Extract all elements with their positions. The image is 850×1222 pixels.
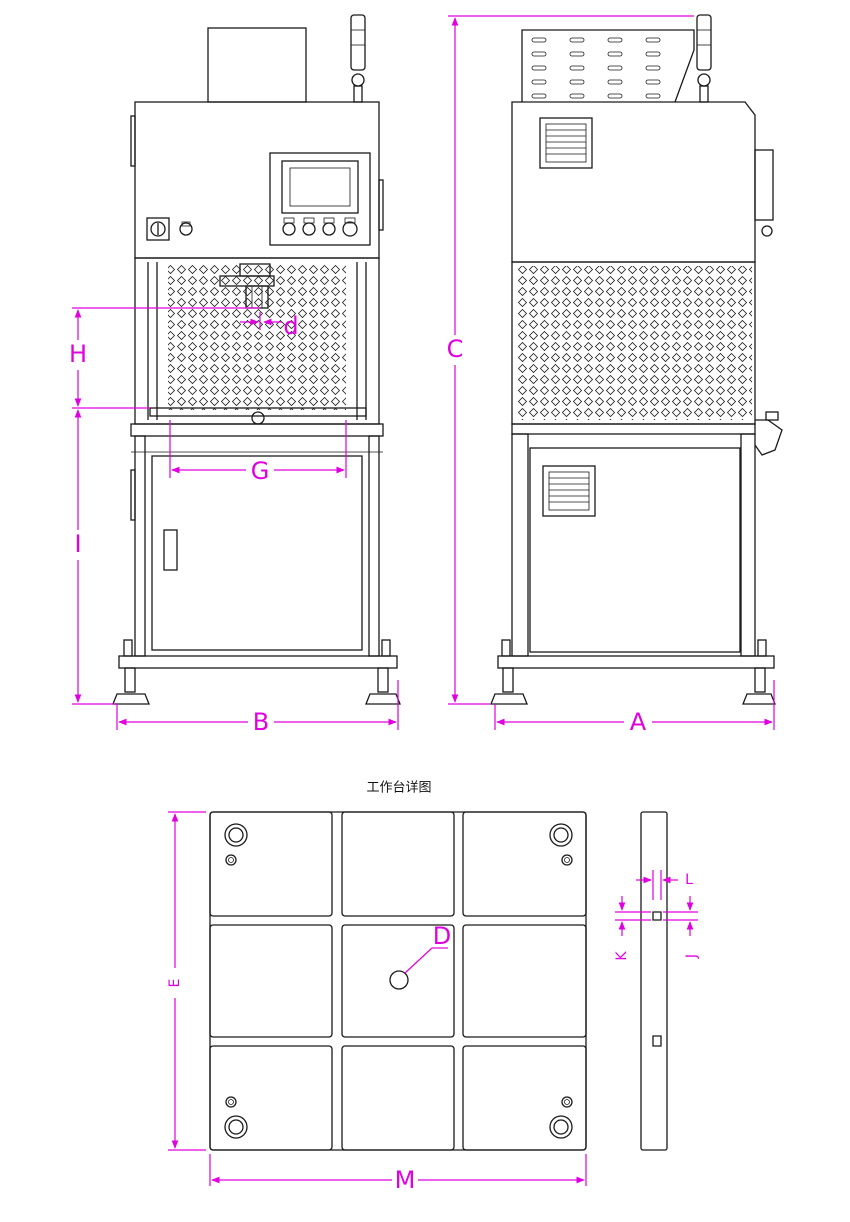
side-cabinet	[511, 101, 756, 263]
side-foot-left	[490, 639, 528, 705]
signal-tower-front	[350, 14, 366, 103]
detail-caption: 工作台详图	[366, 781, 431, 796]
touch-panel	[269, 152, 371, 246]
base-plate	[118, 655, 398, 669]
control-cabinet	[134, 101, 380, 259]
detail-dimensions	[168, 811, 698, 1186]
center-hole	[389, 970, 409, 990]
side-foot-right	[742, 639, 776, 705]
door-handle	[163, 529, 178, 571]
perforated-guard	[168, 264, 346, 410]
front-view	[112, 14, 401, 705]
dim-label-C: C	[447, 335, 464, 363]
side-view	[490, 14, 783, 705]
side-handle	[754, 411, 783, 456]
dimension-labels: H I G B d C A E M D L K J	[66, 312, 700, 1194]
lower-door	[151, 455, 363, 651]
left-leg	[134, 435, 146, 657]
dim-label-I: I	[74, 530, 81, 558]
dim-label-d: d	[283, 312, 298, 340]
lower-fan-grille	[542, 465, 596, 517]
side-perforated-guard	[516, 266, 752, 420]
dim-label-B: B	[253, 708, 269, 736]
signal-tower-side	[696, 14, 712, 103]
dim-label-G: G	[251, 457, 270, 485]
dim-label-A: A	[630, 708, 647, 736]
side-screen-edge	[754, 149, 774, 221]
table-frame	[130, 423, 384, 437]
side-base-plate	[497, 655, 775, 669]
front-dimensions	[72, 307, 399, 730]
dim-label-H: H	[69, 340, 87, 368]
vent-slots	[531, 37, 661, 99]
power-switch	[146, 217, 193, 241]
side-table-frame	[511, 423, 756, 435]
top-box	[207, 27, 307, 103]
side-lower-panel	[529, 447, 741, 653]
dim-label-D: D	[433, 922, 451, 950]
mounting-holes	[224, 823, 573, 1139]
upper-fan-grille	[539, 117, 593, 169]
right-leg	[368, 435, 380, 657]
worktable-side-section	[640, 811, 668, 1151]
work-table	[149, 407, 367, 417]
dim-label-J: J	[684, 954, 700, 959]
dim-label-E: E	[167, 979, 183, 988]
worktable-plan	[209, 811, 587, 1151]
dim-label-K: K	[614, 951, 630, 961]
leveling-foot-left	[112, 639, 150, 705]
dim-label-M: M	[395, 1166, 416, 1194]
leveling-foot-right	[365, 639, 401, 705]
exhaust-panel	[521, 29, 695, 103]
dim-label-L: L	[685, 872, 693, 888]
